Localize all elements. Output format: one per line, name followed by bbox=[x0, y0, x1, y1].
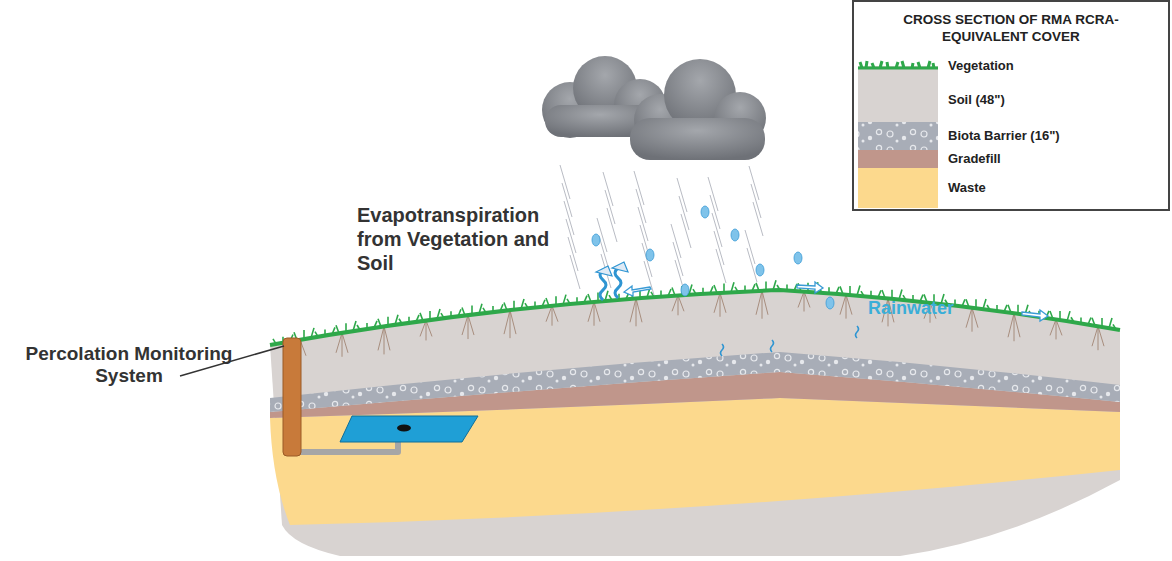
component-label: Percolation Monitoring System bbox=[4, 343, 254, 387]
legend-entry-slot: Biota Barrier (16") bbox=[948, 128, 1163, 144]
vegetation-line bbox=[270, 290, 1120, 345]
legend-text: Biota Barrier (16") bbox=[948, 128, 1163, 144]
clouds bbox=[542, 56, 766, 160]
grass bbox=[273, 280, 1116, 344]
runoff-arrows bbox=[624, 282, 1048, 321]
process-label-slot: Evapotranspiration from Vegetation and S… bbox=[357, 203, 562, 275]
legend-text: Gradefill bbox=[948, 151, 1163, 167]
flow-label: Rainwater bbox=[868, 298, 978, 320]
soil-layer bbox=[270, 290, 1120, 556]
monitoring-riser bbox=[283, 338, 301, 456]
flow-label-slot: Rainwater bbox=[868, 298, 978, 320]
legend-entry-slot: Soil (48") bbox=[948, 92, 1163, 108]
rain bbox=[560, 165, 834, 309]
component-label-slot: Percolation Monitoring System bbox=[4, 343, 254, 387]
legend-title-slot: CROSS SECTION OF RMA RCRA-EQUIVALENT COV… bbox=[900, 12, 1122, 46]
legend-biota-sample bbox=[858, 122, 938, 150]
legend-text: Soil (48") bbox=[948, 92, 1163, 108]
legend-title: CROSS SECTION OF RMA RCRA-EQUIVALENT COV… bbox=[900, 12, 1122, 46]
waste-layer bbox=[270, 398, 1120, 525]
legend-swatch bbox=[858, 168, 938, 208]
legend-text: Waste bbox=[948, 180, 1163, 196]
lysimeter-plate bbox=[340, 416, 478, 442]
legend-swatch bbox=[858, 150, 938, 168]
biota-barrier-pebbles bbox=[270, 352, 1120, 412]
legend-entry-slot: Gradefill bbox=[948, 151, 1163, 167]
legend-box bbox=[853, 1, 1169, 210]
legend-vegetation-sample bbox=[858, 61, 938, 68]
evaporation-squiggles bbox=[596, 262, 859, 356]
plate-drain bbox=[397, 425, 411, 432]
process-label: Evapotranspiration from Vegetation and S… bbox=[357, 203, 562, 275]
legend-entry-slot: Vegetation bbox=[948, 58, 1163, 74]
legend-text: Vegetation bbox=[948, 58, 1163, 74]
biota-barrier-layer bbox=[270, 352, 1120, 412]
legend-biota-pebbles bbox=[858, 122, 938, 150]
legend-entry-slot: Waste bbox=[948, 180, 1163, 196]
legend-swatch bbox=[858, 78, 938, 122]
roots bbox=[294, 291, 1104, 360]
